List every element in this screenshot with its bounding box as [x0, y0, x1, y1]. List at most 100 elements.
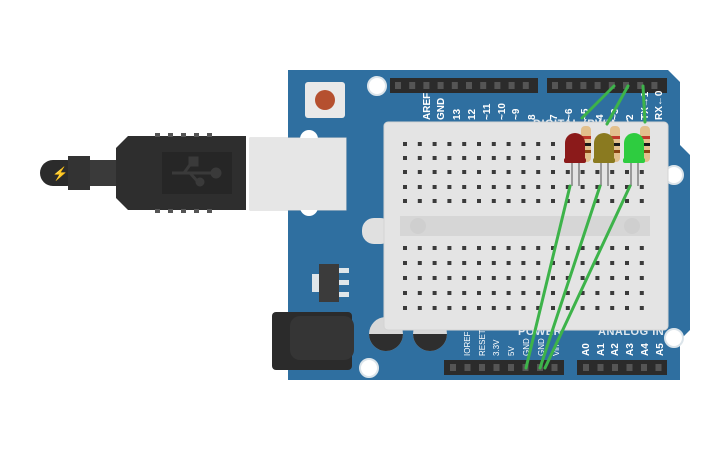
- breadboard-hole[interactable]: [432, 185, 437, 189]
- breadboard-hole[interactable]: [580, 170, 585, 174]
- breadboard-hole[interactable]: [432, 199, 437, 203]
- breadboard-hole[interactable]: [432, 291, 437, 295]
- breadboard-hole[interactable]: [477, 261, 481, 265]
- led-dome[interactable]: [565, 133, 585, 162]
- breadboard-hole[interactable]: [491, 185, 496, 189]
- breadboard-hole[interactable]: [491, 261, 496, 265]
- breadboard-hole[interactable]: [417, 306, 422, 310]
- breadboard-hole[interactable]: [580, 291, 585, 295]
- header-pin[interactable]: [494, 82, 501, 89]
- breadboard-hole[interactable]: [565, 306, 570, 310]
- breadboard-hole[interactable]: [477, 306, 481, 310]
- breadboard-hole[interactable]: [610, 261, 615, 265]
- breadboard-hole[interactable]: [521, 261, 526, 265]
- breadboard-hole[interactable]: [536, 246, 541, 250]
- header-pin[interactable]: [395, 82, 401, 89]
- breadboard-hole[interactable]: [491, 156, 496, 160]
- breadboard-hole[interactable]: [551, 306, 555, 310]
- breadboard-hole[interactable]: [432, 306, 437, 310]
- breadboard-hole[interactable]: [447, 306, 452, 310]
- breadboard-hole[interactable]: [521, 306, 526, 310]
- breadboard-hole[interactable]: [447, 156, 452, 160]
- breadboard-hole[interactable]: [521, 291, 526, 295]
- header-pin[interactable]: [522, 82, 529, 89]
- breadboard-hole[interactable]: [625, 199, 629, 203]
- header-pin[interactable]: [626, 364, 633, 371]
- breadboard-hole[interactable]: [536, 199, 541, 203]
- header-pin[interactable]: [641, 364, 647, 371]
- breadboard-hole[interactable]: [551, 156, 555, 160]
- breadboard-hole[interactable]: [477, 156, 481, 160]
- breadboard-hole[interactable]: [417, 185, 422, 189]
- header-pin[interactable]: [479, 364, 485, 371]
- breadboard-hole[interactable]: [447, 185, 452, 189]
- breadboard-hole[interactable]: [432, 170, 437, 174]
- breadboard-hole[interactable]: [580, 199, 585, 203]
- breadboard-hole[interactable]: [477, 170, 481, 174]
- breadboard-hole[interactable]: [506, 291, 511, 295]
- breadboard-hole[interactable]: [447, 142, 452, 146]
- breadboard-hole[interactable]: [610, 246, 615, 250]
- breadboard-hole[interactable]: [639, 306, 644, 310]
- led-red[interactable]: [564, 126, 591, 186]
- breadboard-hole[interactable]: [417, 261, 422, 265]
- breadboard-hole[interactable]: [625, 306, 629, 310]
- breadboard-hole[interactable]: [639, 291, 644, 295]
- header-pin[interactable]: [583, 364, 589, 371]
- breadboard-hole[interactable]: [580, 276, 585, 280]
- header-pin[interactable]: [480, 82, 487, 89]
- header-pin[interactable]: [566, 82, 573, 89]
- breadboard-hole[interactable]: [521, 199, 526, 203]
- jumper-wire[interactable]: [605, 84, 630, 126]
- breadboard-hole[interactable]: [491, 276, 496, 280]
- header-pin[interactable]: [451, 82, 458, 89]
- breadboard-hole[interactable]: [625, 276, 629, 280]
- breadboard-hole[interactable]: [403, 276, 407, 280]
- breadboard-hole[interactable]: [580, 261, 585, 265]
- breadboard-hole[interactable]: [417, 246, 422, 250]
- breadboard-hole[interactable]: [462, 246, 467, 250]
- breadboard-hole[interactable]: [506, 306, 511, 310]
- breadboard-hole[interactable]: [536, 276, 541, 280]
- breadboard-hole[interactable]: [536, 291, 541, 295]
- breadboard-hole[interactable]: [551, 246, 555, 250]
- header-pin[interactable]: [423, 82, 430, 89]
- led-dome[interactable]: [624, 133, 644, 162]
- breadboard-hole[interactable]: [491, 246, 496, 250]
- breadboard-hole[interactable]: [506, 276, 511, 280]
- breadboard-hole[interactable]: [639, 261, 644, 265]
- breadboard-hole[interactable]: [595, 185, 600, 189]
- breadboard-hole[interactable]: [403, 291, 407, 295]
- breadboard-hole[interactable]: [610, 199, 615, 203]
- breadboard-hole[interactable]: [477, 199, 481, 203]
- breadboard-hole[interactable]: [521, 246, 526, 250]
- header-pin[interactable]: [623, 82, 629, 89]
- breadboard-hole[interactable]: [580, 306, 585, 310]
- breadboard-hole[interactable]: [551, 276, 555, 280]
- header-pin[interactable]: [594, 82, 601, 89]
- breadboard-hole[interactable]: [625, 291, 629, 295]
- reset-button-cap[interactable]: [315, 90, 335, 110]
- breadboard-hole[interactable]: [506, 261, 511, 265]
- header-pin[interactable]: [552, 82, 558, 89]
- breadboard-hole[interactable]: [595, 261, 600, 265]
- breadboard-hole[interactable]: [595, 306, 600, 310]
- breadboard-hole[interactable]: [417, 291, 422, 295]
- breadboard-hole[interactable]: [610, 170, 615, 174]
- breadboard-hole[interactable]: [551, 142, 555, 146]
- breadboard-hole[interactable]: [551, 199, 555, 203]
- breadboard-hole[interactable]: [462, 170, 467, 174]
- breadboard-hole[interactable]: [595, 199, 600, 203]
- header-pin[interactable]: [508, 82, 515, 89]
- breadboard-hole[interactable]: [462, 261, 467, 265]
- header-pin[interactable]: [508, 364, 514, 371]
- breadboard-hole[interactable]: [625, 185, 629, 189]
- header-pin[interactable]: [409, 82, 416, 89]
- jumper-wire[interactable]: [538, 184, 602, 370]
- breadboard-hole[interactable]: [595, 170, 600, 174]
- breadboard-hole[interactable]: [462, 185, 467, 189]
- breadboard-hole[interactable]: [432, 156, 437, 160]
- header-pin[interactable]: [655, 364, 662, 371]
- breadboard-hole[interactable]: [491, 306, 496, 310]
- breadboard-hole[interactable]: [447, 246, 452, 250]
